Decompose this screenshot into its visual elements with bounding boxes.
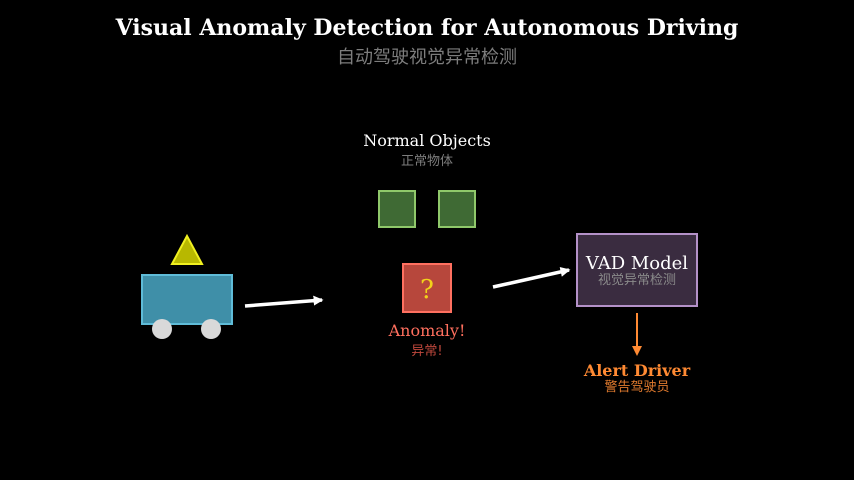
- page-subtitle: 自动驾驶视觉异常检测: [337, 47, 517, 68]
- model-label-cn: 视觉异常检测: [598, 273, 676, 288]
- normal-object-box: [438, 190, 476, 228]
- alert-label: Alert Driver: [583, 361, 691, 380]
- alert-group: Alert Driver 警告驾驶员: [583, 361, 691, 395]
- sensor-triangle-icon: [170, 233, 204, 265]
- alert-label-cn: 警告驾驶员: [604, 379, 669, 395]
- model-label: VAD Model: [585, 253, 688, 274]
- arrow-to-model: [492, 266, 571, 289]
- wheel-icon: [152, 319, 172, 339]
- vad-model-box: VAD Model 视觉异常检测: [576, 233, 698, 307]
- anomaly-question-icon: ?: [420, 275, 434, 305]
- model-box: [576, 233, 698, 307]
- arrow-to-alert-head: [632, 346, 642, 356]
- anomaly-label-cn: 异常!: [411, 344, 442, 359]
- vehicle: [141, 233, 233, 339]
- vehicle-body: [141, 274, 233, 325]
- normal-objects-group: Normal Objects 正常物体: [363, 131, 491, 228]
- normal-objects-label: Normal Objects: [363, 131, 491, 150]
- normal-object-box: [378, 190, 416, 228]
- anomaly-group: ? Anomaly! 异常!: [388, 263, 466, 359]
- page-title: Visual Anomaly Detection for Autonomous …: [115, 15, 739, 41]
- anomaly-box: [402, 263, 452, 313]
- anomaly-label: Anomaly!: [388, 321, 466, 340]
- wheel-icon: [201, 319, 221, 339]
- normal-objects-label-cn: 正常物体: [401, 154, 453, 169]
- arrow-to-scene: [244, 295, 324, 308]
